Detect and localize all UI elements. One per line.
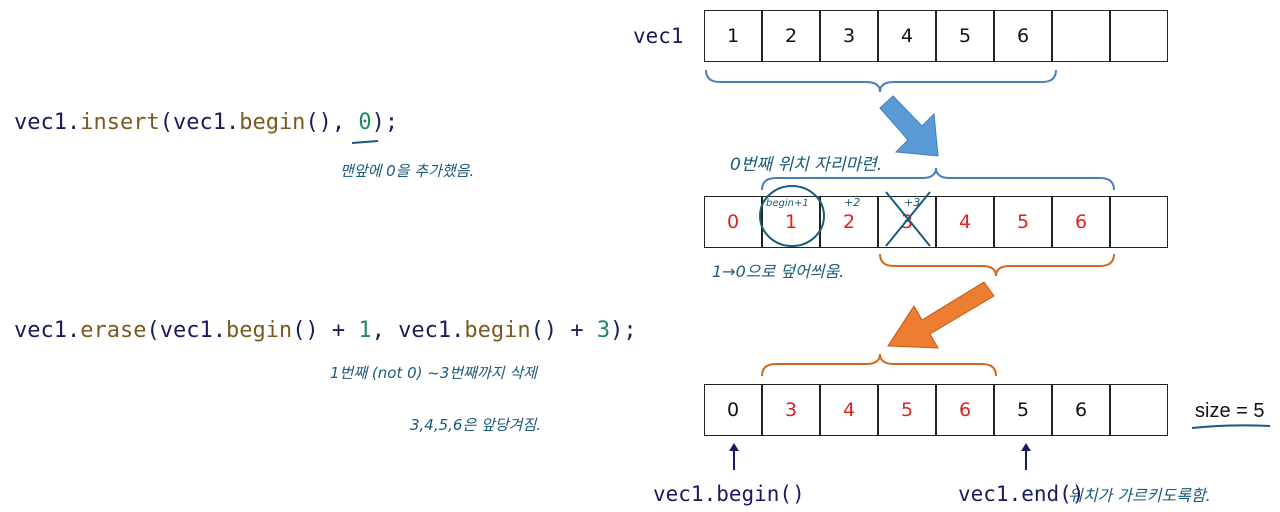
array-cell: 1 xyxy=(704,10,762,62)
cross-mark-icon xyxy=(885,191,931,247)
array-cell: 1 xyxy=(762,196,820,248)
insert-method: insert xyxy=(80,110,160,135)
end-pointer-label: vec1.end() xyxy=(958,482,1085,506)
cell-note-begin-plus-1: begin+1 xyxy=(766,198,809,209)
array-cell xyxy=(1110,384,1168,436)
array-cell: 5 xyxy=(878,384,936,436)
array-cell: 6 xyxy=(936,384,994,436)
erase-arg1-obj: vec1 xyxy=(159,318,213,343)
insert-arg-obj: vec1 xyxy=(172,110,226,135)
erase-arg2-obj: vec1 xyxy=(398,318,452,343)
begin-pointer-label: vec1.begin() xyxy=(653,482,805,506)
insert-obj: vec1 xyxy=(14,110,67,135)
array-cell xyxy=(1110,10,1168,62)
insert-value-underline xyxy=(351,140,379,144)
erase-arg1-method: begin xyxy=(225,318,293,343)
array-cell: 0 xyxy=(704,384,762,436)
cell-note-plus-2: +2 xyxy=(844,196,861,209)
shift-note: 1→0으로 덮어씌움. xyxy=(712,262,845,281)
size-label: size = 5 xyxy=(1195,400,1265,422)
array-cell: 5 xyxy=(994,384,1052,436)
erase-note-1: 1번째 (not 0) ~3번째까지 삭제 xyxy=(330,364,537,382)
insert-arg-method: begin xyxy=(239,110,306,135)
vec1-label: vec1 xyxy=(633,24,684,48)
array-cell: 4 xyxy=(878,10,936,62)
array-cell xyxy=(1052,10,1110,62)
blue-arrow-icon xyxy=(879,95,939,157)
array-cell: 6 xyxy=(1052,196,1110,248)
erase-code-line: vec1.erase(vec1.begin() + 1, vec1.begin(… xyxy=(14,318,637,343)
erase-obj: vec1 xyxy=(14,318,67,343)
array-cell: 6 xyxy=(1052,384,1110,436)
array-cell: 3 xyxy=(820,10,878,62)
brace-above-after-erase xyxy=(761,353,997,377)
cell-note-plus-3: +3 xyxy=(904,196,921,209)
circle-mark-icon xyxy=(759,185,825,247)
array-cell xyxy=(1110,196,1168,248)
array-cell: 0 xyxy=(704,196,762,248)
erase-note-2: 3,4,5,6은 앞당겨짐. xyxy=(410,416,542,434)
array-cell: 6 xyxy=(994,10,1052,62)
array-cell: 2 xyxy=(762,10,820,62)
brace-under-original xyxy=(705,69,1057,93)
erase-arg2-method: begin xyxy=(464,318,531,343)
array-cell: 3 xyxy=(762,384,820,436)
begin-arrow-icon xyxy=(729,443,739,470)
insert-code-line: vec1.insert(vec1.begin(), 0); xyxy=(14,110,399,135)
array-cell: 5 xyxy=(936,10,994,62)
insert-value: 0 xyxy=(358,110,372,135)
end-arrow-icon xyxy=(1021,443,1031,470)
brace-above-after-insert xyxy=(761,167,1115,191)
orange-arrow-icon xyxy=(887,281,995,349)
array-cell: 5 xyxy=(994,196,1052,248)
size-underline xyxy=(1191,424,1271,429)
erase-method: erase xyxy=(80,318,147,343)
array-cell: 4 xyxy=(936,196,994,248)
array-cell: 4 xyxy=(820,384,878,436)
erase-arg1-offset: 1 xyxy=(358,318,372,343)
insert-note: 맨앞에 0을 추가했음. xyxy=(340,162,475,180)
end-note: 위치가 가르키도록함. xyxy=(1068,486,1211,505)
erase-arg2-offset: 3 xyxy=(596,318,611,343)
brace-under-after-insert xyxy=(879,253,1115,277)
space-note: 0번째 위치 자리마련. xyxy=(730,155,883,175)
array-cell: 3 xyxy=(878,196,936,248)
array-cell: 2 xyxy=(820,196,878,248)
